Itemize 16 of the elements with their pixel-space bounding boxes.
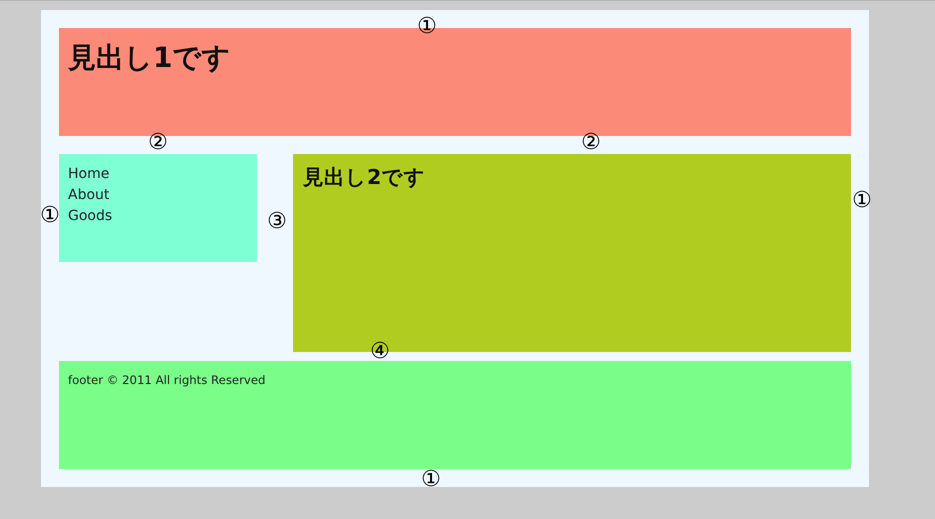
page-container <box>41 10 869 487</box>
nav-panel <box>59 154 257 262</box>
footer-text: footer © 2011 All rights Reserved <box>68 372 266 388</box>
callout-number: ③ <box>267 211 287 233</box>
callout-number: ① <box>421 469 441 491</box>
callout-number: ② <box>148 132 168 154</box>
heading: 見出し1です <box>68 41 232 75</box>
callout-number: ① <box>852 190 872 212</box>
callout-number: ① <box>40 205 60 227</box>
nav-item: Home <box>68 165 110 184</box>
callout-number: ② <box>581 132 601 154</box>
callout-number: ① <box>417 16 437 38</box>
heading: 見出し2です <box>303 165 426 189</box>
nav-item: Goods <box>68 207 114 226</box>
nav-item: About <box>68 186 110 205</box>
footer-band <box>59 361 851 469</box>
